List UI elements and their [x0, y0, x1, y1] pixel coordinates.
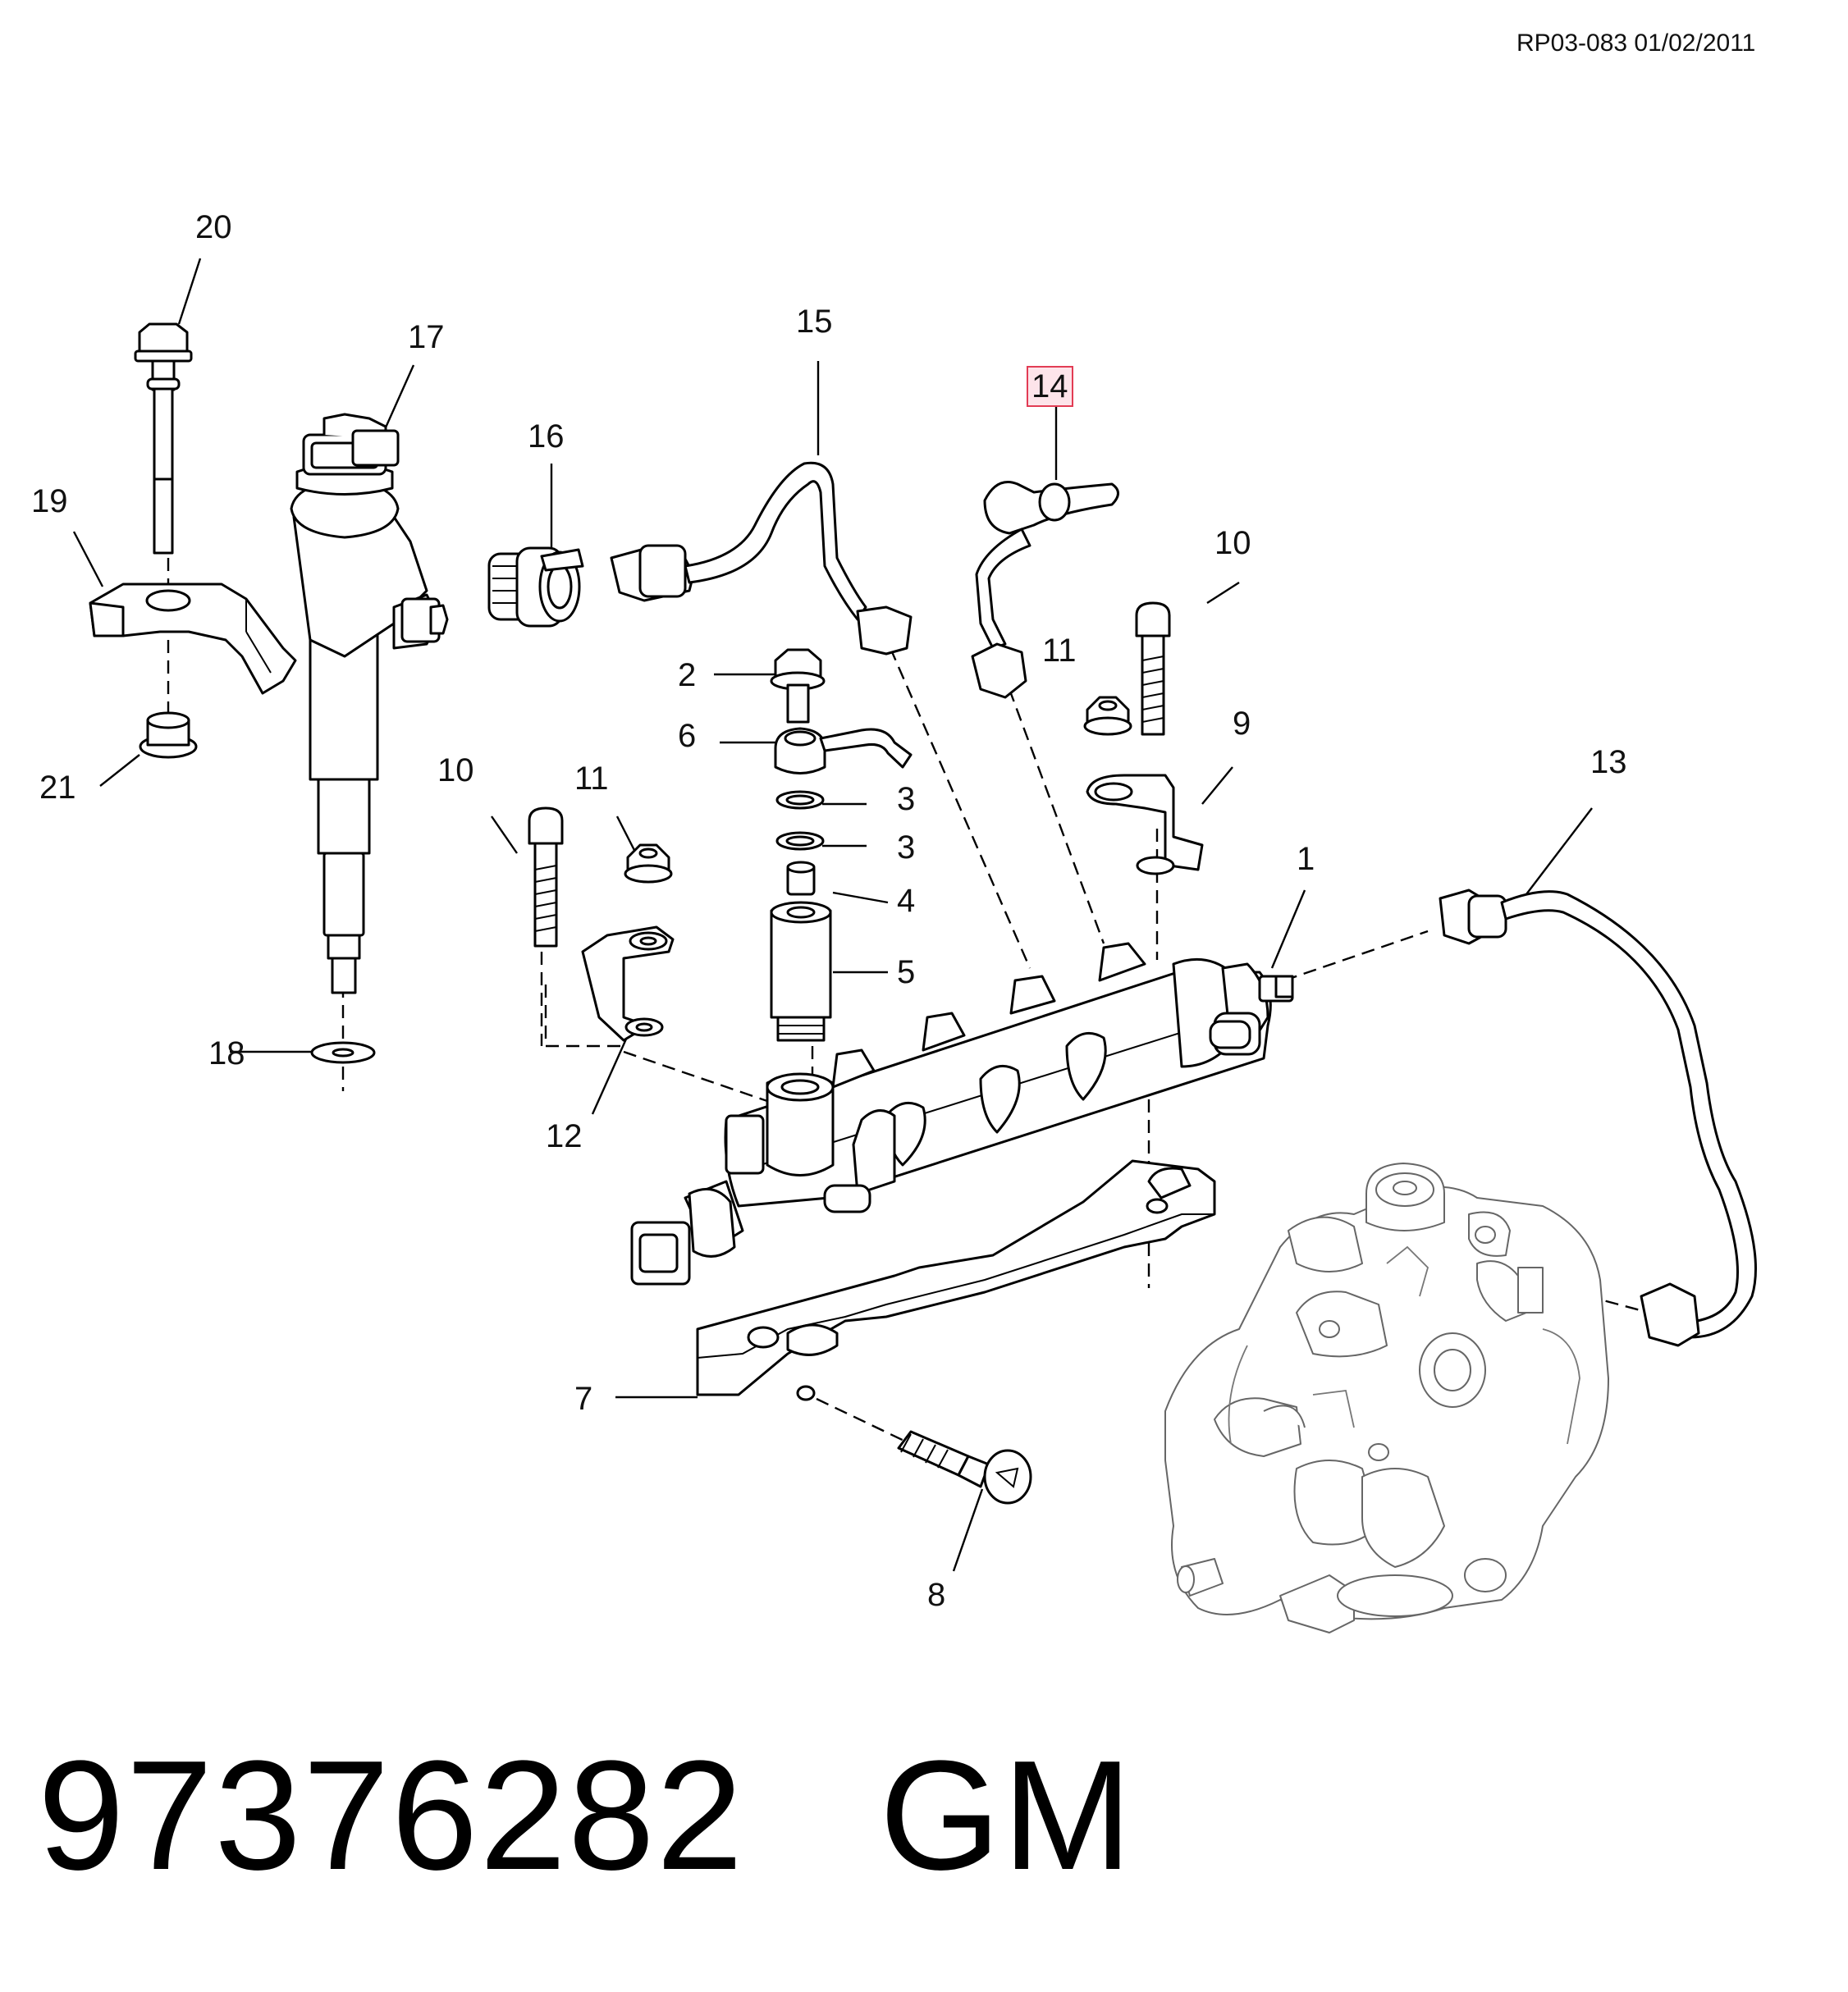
sleeve-4 [786, 861, 816, 896]
bolt-10-right [1135, 601, 1171, 736]
callout-10a: 10 [437, 752, 474, 788]
pressure-valve-5 [770, 901, 832, 1042]
callout-20: 20 [195, 209, 232, 245]
pipe-14 [971, 481, 1119, 699]
callout-7: 7 [574, 1381, 592, 1417]
bolt-20 [134, 322, 193, 555]
callout-8: 8 [927, 1577, 945, 1613]
callout-13: 13 [1590, 744, 1627, 780]
callout-14-highlighted[interactable]: 14 [1027, 366, 1073, 407]
washer-18 [310, 1041, 376, 1064]
callout-17: 17 [408, 319, 445, 355]
banjo-fitting-6 [774, 727, 913, 774]
spacer-21 [139, 711, 198, 759]
callout-16: 16 [528, 418, 565, 455]
callout-1: 1 [1297, 841, 1315, 877]
brand: GM [879, 1729, 1134, 1903]
callout-6: 6 [678, 718, 696, 754]
pipe-15 [610, 461, 913, 656]
nut-11-left [624, 843, 673, 884]
callout-19: 19 [31, 483, 68, 519]
drawing-reference: RP03-083 01/02/2011 [1516, 30, 1756, 57]
seal-ring-3b [775, 831, 825, 851]
callout-5: 5 [897, 954, 915, 990]
pipe-13 [1439, 889, 1757, 1347]
nut-11-right [1083, 696, 1132, 736]
callout-labels: 1 2 3 3 4 5 6 7 8 9 10 10 11 11 12 13 15… [31, 209, 1627, 1613]
callout-12: 12 [546, 1118, 583, 1154]
callout-15: 15 [796, 304, 833, 340]
fuel-rail-1 [630, 942, 1294, 1286]
clamp-19 [89, 583, 297, 695]
callout-18: 18 [208, 1035, 245, 1071]
bracket-12 [581, 925, 675, 1042]
callout-3a: 3 [897, 781, 915, 817]
bracket-9 [1086, 774, 1204, 875]
callout-21: 21 [39, 770, 76, 806]
callout-3b: 3 [897, 829, 915, 866]
bolt-8 [897, 1430, 1032, 1505]
injector-17 [290, 413, 449, 994]
connector-16 [487, 546, 584, 628]
callout-11a: 11 [574, 761, 609, 797]
callout-4: 4 [897, 883, 915, 919]
part-number: 97376282 [38, 1729, 745, 1903]
callout-10b: 10 [1214, 525, 1251, 561]
high-pressure-pump [1164, 1163, 1609, 1633]
part-number-footer: 97376282 GM [38, 1738, 1134, 1894]
callout-11b: 11 [1042, 633, 1077, 669]
rail-bracket-7 [696, 1159, 1216, 1401]
leader-lines [72, 258, 1593, 1572]
bolt-2 [770, 648, 826, 724]
seal-ring-3a [775, 790, 825, 810]
callout-2: 2 [678, 657, 696, 693]
bolt-10-left [528, 806, 564, 948]
callout-9: 9 [1233, 706, 1251, 742]
